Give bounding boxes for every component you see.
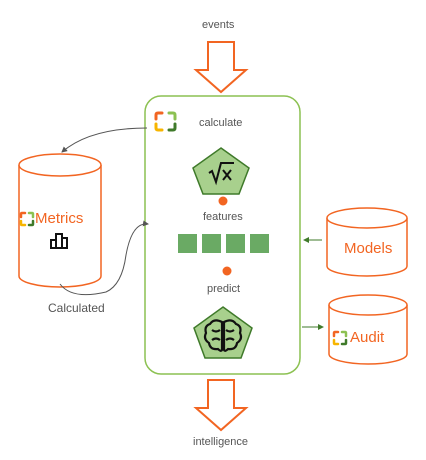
sqrt-x-icon — [208, 162, 234, 186]
intelligence-arrow — [193, 379, 249, 432]
events-label: events — [202, 19, 235, 31]
calculate-label: calculate — [199, 117, 243, 129]
metrics-title: Metrics — [35, 210, 84, 227]
events-arrow — [193, 41, 249, 94]
calculate-pentagon — [192, 147, 250, 195]
feature-block — [250, 234, 269, 253]
audit-logo-icon — [332, 330, 348, 346]
feature-block — [226, 234, 245, 253]
bracket-logo-icon — [154, 111, 177, 132]
predict-label: predict — [207, 283, 241, 295]
features-label: features — [203, 211, 243, 223]
feature-blocks — [178, 234, 269, 253]
feature-block — [178, 234, 197, 253]
flow-dot-2 — [222, 266, 232, 276]
calculated-label: Calculated — [48, 301, 105, 315]
feature-block — [202, 234, 221, 253]
flow-dot-1 — [218, 196, 228, 206]
metrics-datastore — [18, 153, 102, 288]
intelligence-label: intelligence — [193, 436, 249, 448]
audit-datastore — [328, 294, 408, 365]
models-title: Models — [344, 240, 393, 257]
metrics-to-container-connector — [59, 220, 149, 296]
process-container — [144, 95, 301, 375]
models-datastore — [326, 207, 408, 277]
brain-icon — [203, 319, 243, 352]
bar-chart-icon — [50, 233, 68, 249]
metrics-logo-icon — [19, 211, 35, 227]
audit-title: Audit — [350, 329, 385, 346]
container-to-metrics-connector — [61, 127, 148, 153]
